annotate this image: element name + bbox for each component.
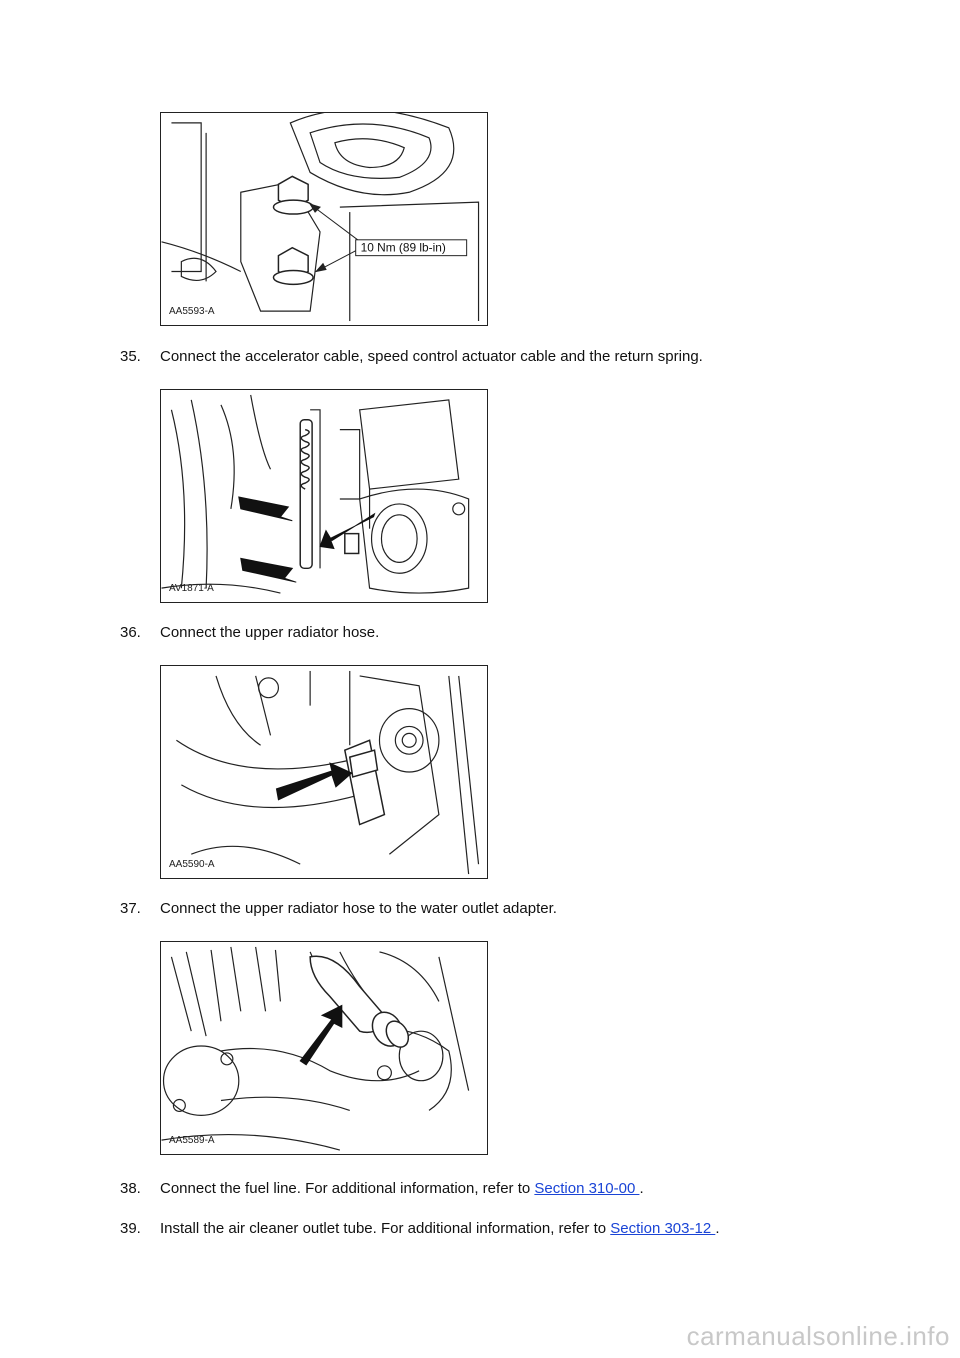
- figure-aa5590: AA5590-A: [160, 665, 488, 879]
- step-text: Connect the upper radiator hose.: [160, 624, 380, 641]
- step-39: 39. Install the air cleaner outlet tube. …: [120, 1220, 720, 1238]
- step-number: 39.: [120, 1220, 141, 1237]
- figure-label: AV1871-A: [169, 583, 214, 594]
- torque-callout-box: [355, 239, 468, 257]
- section-310-00-link[interactable]: Section 310-00: [534, 1180, 640, 1197]
- illustration-throttle-bolts: 10 Nm (89 lb-in): [161, 113, 480, 322]
- watermark: carmanualsonline.info: [686, 1321, 950, 1351]
- section-303-12-link[interactable]: Section 303-12: [610, 1220, 716, 1237]
- step-37: 37. Connect the upper radiator hose to th…: [120, 900, 557, 918]
- step-number: 37.: [120, 900, 141, 917]
- step-38: 38. Connect the fuel line. For additional…: [120, 1180, 644, 1198]
- illustration-upper-radiator-hose: [176, 670, 480, 875]
- step-35: 35. Connect the accelerator cable, speed …: [120, 348, 703, 366]
- figure-label: AA5593-A: [169, 306, 215, 317]
- figure-label: AA5589-A: [169, 1135, 215, 1146]
- step-36: 36. Connect the upper radiator hose.: [120, 624, 379, 642]
- step-number: 36.: [120, 624, 141, 641]
- step-text-end: .: [715, 1220, 720, 1237]
- figure-aa5593: 10 Nm (89 lb-in) AA5593-A: [160, 112, 488, 326]
- illustration-accelerator-cable: [161, 394, 470, 594]
- step-number: 38.: [120, 1180, 141, 1197]
- illustration-water-outlet-adapter: [161, 946, 470, 1151]
- figure-aa5589: AA5589-A: [160, 941, 488, 1155]
- step-text: Connect the fuel line. For additional in…: [160, 1180, 535, 1197]
- step-text: Connect the upper radiator hose to the w…: [160, 900, 557, 917]
- step-text: Connect the accelerator cable, speed con…: [160, 348, 703, 365]
- torque-callout-text: 10 Nm (89 lb-in): [361, 241, 446, 255]
- step-number: 35.: [120, 348, 141, 365]
- figure-av1871: AV1871-A: [160, 389, 488, 603]
- step-text: Install the air cleaner outlet tube. For…: [160, 1220, 611, 1237]
- step-text-end: .: [639, 1180, 644, 1197]
- figure-label: AA5590-A: [169, 859, 215, 870]
